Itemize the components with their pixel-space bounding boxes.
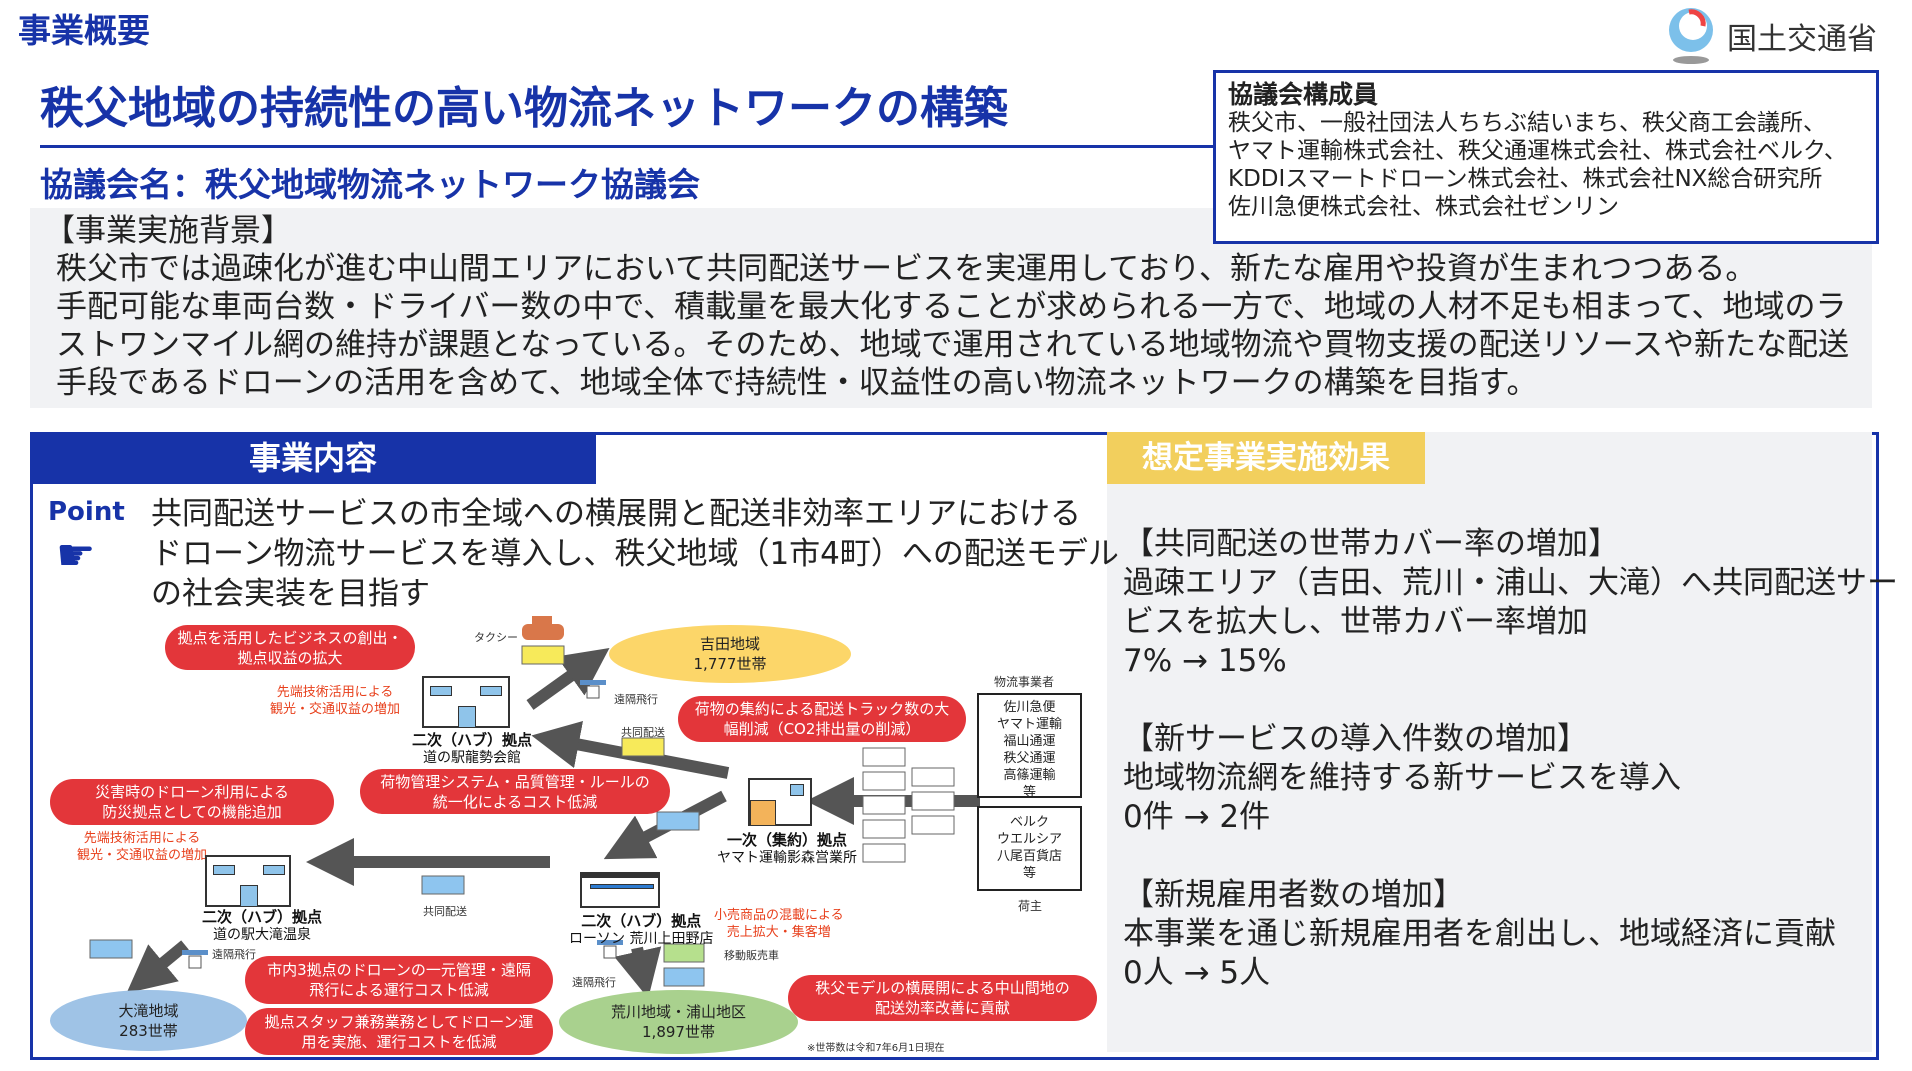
effect-line: ビスを拡大し、世帯カバー率増加: [1123, 604, 1588, 640]
carrier-item: 佐川急便: [1003, 700, 1056, 715]
benefit-pill-disaster: 災害時のドローン利用による防災拠点としての機能追加: [50, 779, 334, 825]
hub-label-ryusei: 二次（ハブ）拠点道の駅龍勢会館: [412, 731, 533, 767]
taxi-label: タクシー: [474, 631, 518, 644]
hub-label-otaki: 二次（ハブ）拠点道の駅大滝温泉: [202, 908, 323, 944]
carrier-item: 高篠運輸: [1003, 768, 1056, 783]
convenience-store-icon: [580, 872, 660, 908]
shippers-box: ベルク ウエルシア 八尾百貨店 等: [977, 806, 1082, 891]
page-title: 秩父地域の持続性の高い物流ネットワークの構築: [40, 83, 1008, 134]
shippers-label: 荷主: [1018, 899, 1043, 913]
mlit-emblem-icon: [1669, 8, 1713, 64]
council-members-box: 協議会構成員 秩父市、一般社団法人ちちぶ結いまち、秩父商工会議所、 ヤマト運輸株…: [1213, 70, 1879, 244]
carriers-heading: 物流事業者: [994, 675, 1055, 689]
point-label: Point: [48, 497, 125, 527]
effects-panel: [1107, 432, 1872, 1052]
joint-delivery-label: 共同配送: [621, 726, 665, 739]
effect-value: 0件 → 2件: [1123, 799, 1271, 835]
carrier-item: 等: [1022, 785, 1036, 800]
joint-delivery-label: 共同配送: [423, 905, 467, 918]
remote-flight-label: 遠隔飛行: [212, 948, 256, 961]
hub-building-icon: [205, 855, 291, 907]
carrier-item: 秩父通運: [1003, 751, 1056, 766]
effect-heading: 【共同配送の世帯カバー率の増加】: [1123, 526, 1619, 562]
remote-flight-label: 遠隔飛行: [614, 693, 658, 706]
carrier-item: ヤマト運輸: [996, 717, 1062, 732]
effect-heading: 【新規雇用者数の増加】: [1123, 877, 1464, 913]
hub-building-icon: [422, 676, 510, 728]
point-line: 共同配送サービスの市全域への横展開と配送非効率エリアにおける: [151, 496, 1081, 532]
council-name: 協議会名：秩父地域物流ネットワーク協議会: [40, 165, 700, 204]
benefit-pill-truck-reduction: 荷物の集約による配送トラック数の大幅削減（CO2排出量の削減）: [678, 696, 966, 742]
orange-note: 先端技術活用による観光・交通収益の増加: [77, 831, 208, 863]
background-line: ストワンマイル網の維持が課題となっている。そのため、地域で運用されている地域物流…: [56, 327, 1850, 363]
benefit-pill-cost-unification: 荷物管理システム・品質管理・ルールの統一化によるコスト低減: [360, 769, 670, 814]
mobile-sales-label: 移動販売車: [724, 949, 779, 962]
point-text: 共同配送サービスの市全域への横展開と配送非効率エリアにおける ドローン物流サービ…: [151, 494, 1119, 614]
shipper-item: 等: [1022, 866, 1036, 881]
section-label: 事業概要: [18, 11, 150, 50]
orange-note: 小売商品の混載による売上拡大・集客増: [714, 908, 844, 940]
ministry-name: 国土交通省: [1727, 22, 1877, 57]
household-note: ※世帯数は令和7年6月1日現在: [807, 1043, 945, 1054]
pointing-hand-icon: ☛: [56, 530, 96, 581]
effects-list: 【共同配送の世帯カバー率の増加】 過疎エリア（吉田、荒川・浦山、大滝）へ共同配送…: [1123, 525, 1898, 993]
effect-line: 地域物流網を維持する新サービスを導入: [1123, 760, 1681, 796]
benefit-pill-staff-drone: 拠点スタッフ兼務業務としてドローン運用を実施、運行コストを低減: [245, 1008, 553, 1055]
main-content-frame: [30, 432, 1879, 1060]
remote-flight-label: 遠隔飛行: [572, 976, 616, 989]
hub-label-lawson: 二次（ハブ）拠点ローソン 荒川上田野店: [569, 912, 714, 948]
background-heading: 【事業実施背景】: [44, 213, 292, 249]
benefit-pill-model-expansion: 秩父モデルの横展開による中山間地の配送効率改善に貢献: [788, 975, 1097, 1021]
background-line: 秩父市では過疎化が進む中山間エリアにおいて共同配送サービスを実運用しており、新た…: [56, 251, 1757, 287]
effects-tab-header: 想定事業実施効果: [1107, 432, 1425, 484]
effect-value: 7% → 15%: [1123, 643, 1287, 679]
point-line: の社会実装を目指す: [151, 576, 430, 612]
background-line: 手配可能な車両台数・ドライバー数の中で、積載量を最大化することが求められる一方で…: [56, 289, 1847, 325]
shipper-item: 八尾百貨店: [996, 849, 1062, 864]
benefit-pill-business: 拠点を活用したビジネスの創出・拠点収益の拡大: [165, 625, 415, 670]
carriers-box: 佐川急便 ヤマト運輸 福山通運 秩父通運 高篠運輸 等: [977, 693, 1082, 800]
background-line: 手段であるドローンの活用を含めて、地域全体で持続性・収益性の高い物流ネットワーク…: [56, 365, 1538, 401]
carrier-item: 福山通運: [1003, 734, 1056, 749]
members-line: KDDIスマートドローン株式会社、株式会社NX総合研究所: [1228, 166, 1823, 192]
members-line: ヤマト運輸株式会社、秩父通運株式会社、株式会社ベルク、: [1228, 138, 1847, 164]
title-divider: [40, 145, 1215, 148]
effect-heading: 【新サービスの導入件数の増加】: [1123, 721, 1588, 757]
shipper-item: ウエルシア: [996, 832, 1062, 847]
ministry-logo: 国土交通省: [1665, 4, 1895, 66]
orange-note: 先端技術活用による観光・交通収益の増加: [270, 685, 401, 717]
benefit-pill-drone-management: 市内3拠点のドローンの一元管理・遠隔飛行による運行コスト低減: [245, 956, 553, 1004]
depot-building-icon: [748, 778, 812, 826]
point-line: ドローン物流サービスを導入し、秩父地域（1市4町）への配送モデル: [151, 536, 1119, 572]
content-tab-header: 事業内容: [30, 432, 596, 484]
effect-value: 0人 → 5人: [1123, 955, 1271, 991]
shipper-item: ベルク: [1009, 815, 1049, 830]
hub-label-primary: 一次（集約）拠点ヤマト運輸影森営業所: [717, 831, 857, 867]
effect-line: 過疎エリア（吉田、荒川・浦山、大滝）へ共同配送サー: [1123, 565, 1898, 601]
effect-line: 本事業を通じ新規雇用者を創出し、地域経済に貢献: [1123, 916, 1836, 952]
members-line: 秩父市、一般社団法人ちちぶ結いまち、秩父商工会議所、: [1228, 110, 1826, 136]
members-heading: 協議会構成員: [1228, 80, 1379, 109]
members-line: 佐川急便株式会社、株式会社ゼンリン: [1228, 194, 1619, 220]
